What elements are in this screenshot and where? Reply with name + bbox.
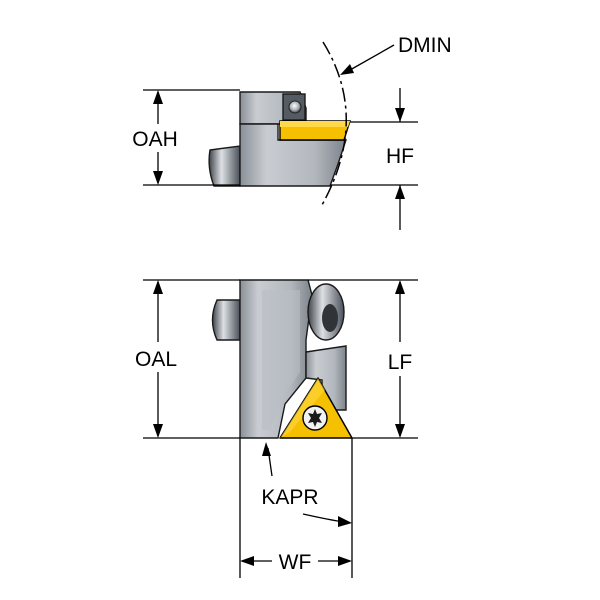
oah-dimension: OAH [132,89,240,186]
wf-label: WF [279,551,312,574]
kapr-dimension: KAPR [261,438,353,578]
lf-dimension: LF [308,279,418,439]
hf-arrow-bottom [395,185,405,199]
wf-arrow-right [338,556,352,566]
shank-end [211,299,241,341]
kapr-arrow-top [262,442,271,456]
lf-label: LF [388,351,413,374]
body-face [262,290,300,430]
clamp-hole [322,304,338,332]
oal-arrow-bottom [153,424,163,438]
insert-highlight [280,378,325,438]
dmin-arrow [340,64,354,75]
torx-star-icon [308,409,322,427]
kapr-label: KAPR [261,486,318,509]
oah-arrow-bottom [153,171,163,185]
side-view [208,41,351,206]
lf-arrow-bottom [395,424,405,438]
kapr-arrow-right [338,516,352,527]
oal-label: OAL [135,348,177,371]
hf-dimension: HF [330,88,418,230]
shank [208,145,241,187]
oal-arrow-top [153,280,163,294]
dmin-arc [321,41,347,206]
oah-label: OAH [132,128,178,151]
dmin-leader [349,44,395,71]
screw-head-icon [288,100,302,114]
dmin-label: DMIN [398,34,452,57]
lf-arrow-top [395,280,405,294]
oah-arrow-top [153,90,163,104]
top-view [211,279,353,439]
hf-arrow-top [395,108,405,122]
kapr-arc [302,513,345,523]
hf-label: HF [386,145,414,168]
wf-dimension: WF [239,438,352,578]
tool-body [239,123,347,187]
dmin-dimension: DMIN [340,34,452,75]
oal-dimension: OAL [135,279,240,439]
wf-arrow-left [240,556,254,566]
insert-side-highlight [280,121,350,127]
